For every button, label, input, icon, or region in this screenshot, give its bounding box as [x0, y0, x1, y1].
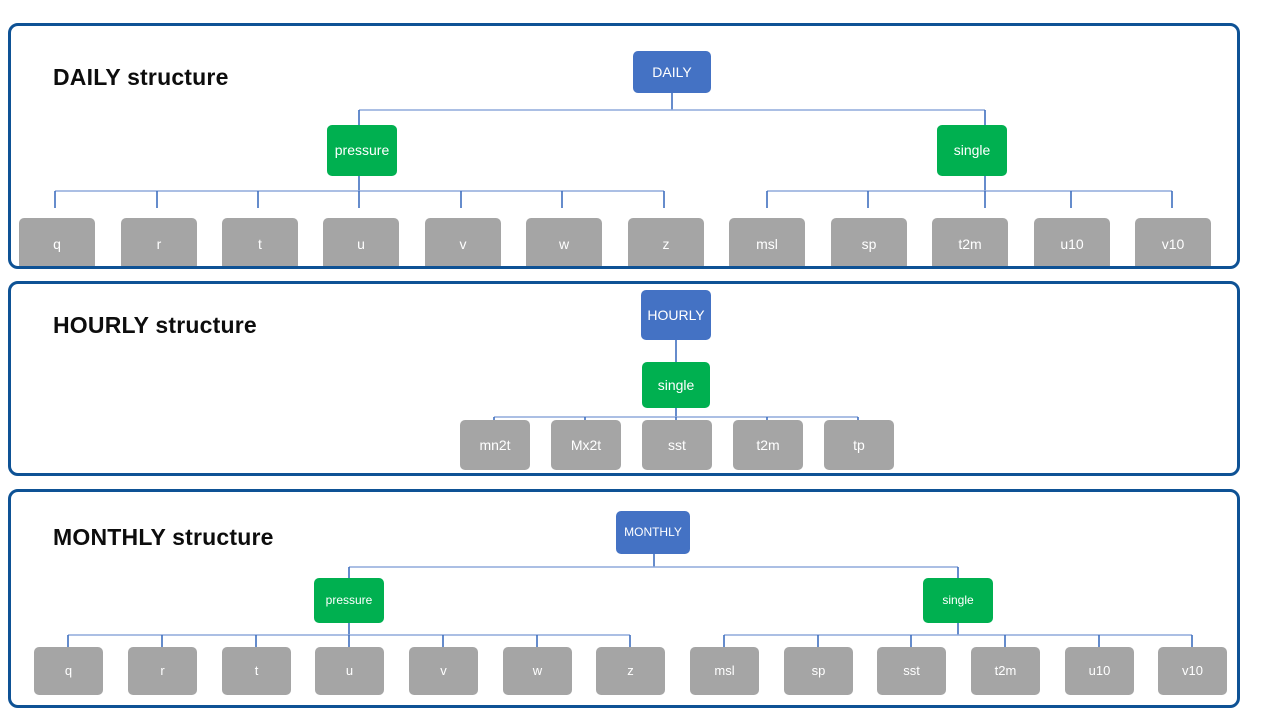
node-label: q	[64, 663, 73, 679]
panel-daily-structure: DAILY structure	[8, 23, 1240, 269]
node-leaf-hourly-single-2[interactable]: sst	[642, 420, 712, 470]
node-label: u10	[1060, 235, 1084, 252]
node-label: msl	[714, 663, 735, 679]
node-leaf-daily-pressure-4[interactable]: v	[425, 218, 501, 266]
node-leaf-monthly-pressure-4[interactable]: v	[409, 647, 478, 695]
node-leaf-monthly-single-5[interactable]: v10	[1158, 647, 1227, 695]
node-leaf-monthly-single-1[interactable]: sp	[784, 647, 853, 695]
node-leaf-monthly-pressure-1[interactable]: r	[128, 647, 197, 695]
node-leaf-daily-single-1[interactable]: sp	[831, 218, 907, 266]
node-label: v	[440, 663, 447, 679]
node-leaf-hourly-single-0[interactable]: mn2t	[460, 420, 530, 470]
node-label: q	[53, 235, 61, 252]
node-group-single-monthly[interactable]: single	[923, 578, 993, 623]
node-label: tp	[853, 436, 865, 453]
node-group-pressure-daily[interactable]: pressure	[327, 125, 397, 176]
node-label: u	[345, 663, 354, 679]
node-leaf-daily-pressure-1[interactable]: r	[121, 218, 197, 266]
connector-lines-hourly	[493, 340, 859, 434]
node-leaf-monthly-pressure-3[interactable]: u	[315, 647, 384, 695]
node-label: single	[657, 376, 695, 393]
node-leaf-daily-pressure-3[interactable]: u	[323, 218, 399, 266]
node-label: t	[254, 663, 259, 679]
node-leaf-daily-pressure-2[interactable]: t	[222, 218, 298, 266]
node-label: w	[558, 235, 570, 252]
panel-title-monthly: MONTHLY structure	[53, 524, 274, 550]
node-leaf-monthly-pressure-0[interactable]: q	[34, 647, 103, 695]
panel-title-hourly: HOURLY structure	[53, 312, 257, 338]
node-leaf-monthly-single-2[interactable]: sst	[877, 647, 946, 695]
node-label: Mx2t	[570, 436, 602, 453]
node-label: sst	[668, 436, 686, 453]
node-leaf-daily-pressure-6[interactable]: z	[628, 218, 704, 266]
node-root-daily[interactable]: DAILY	[633, 51, 711, 93]
node-label: z	[627, 663, 634, 679]
node-label: mn2t	[479, 436, 511, 453]
node-leaf-daily-single-4[interactable]: v10	[1135, 218, 1211, 266]
node-label: msl	[756, 235, 778, 252]
node-group-single-hourly[interactable]: single	[642, 362, 710, 408]
node-label: sst	[903, 663, 920, 679]
node-label: r	[160, 663, 165, 679]
diagram-canvas-daily: DAILY pressure single q r t u v w z	[11, 26, 1237, 266]
node-leaf-monthly-single-0[interactable]: msl	[690, 647, 759, 695]
node-label: t2m	[958, 235, 982, 252]
node-label: HOURLY	[647, 306, 705, 323]
node-label: u10	[1088, 663, 1111, 679]
node-label: pressure	[334, 142, 390, 159]
node-leaf-monthly-pressure-5[interactable]: w	[503, 647, 572, 695]
node-label: single	[953, 142, 991, 159]
node-label: v10	[1182, 663, 1203, 679]
node-label: u	[357, 235, 365, 252]
node-leaf-daily-single-2[interactable]: t2m	[932, 218, 1008, 266]
node-label: pressure	[325, 593, 373, 608]
node-label: t2m	[756, 436, 780, 453]
panel-title-daily: DAILY structure	[53, 64, 229, 90]
node-label: t2m	[994, 663, 1017, 679]
node-label: r	[156, 235, 162, 252]
node-leaf-daily-single-3[interactable]: u10	[1034, 218, 1110, 266]
node-leaf-hourly-single-4[interactable]: tp	[824, 420, 894, 470]
node-group-single-daily[interactable]: single	[937, 125, 1007, 176]
node-root-hourly[interactable]: HOURLY	[641, 290, 711, 340]
node-root-monthly[interactable]: MONTHLY	[616, 511, 690, 554]
node-label: sp	[811, 663, 826, 679]
node-leaf-monthly-single-4[interactable]: u10	[1065, 647, 1134, 695]
node-label: MONTHLY	[624, 525, 682, 540]
node-leaf-monthly-pressure-2[interactable]: t	[222, 647, 291, 695]
node-label: DAILY	[652, 63, 692, 80]
node-label: sp	[861, 235, 877, 252]
node-leaf-hourly-single-3[interactable]: t2m	[733, 420, 803, 470]
node-leaf-daily-pressure-5[interactable]: w	[526, 218, 602, 266]
node-leaf-monthly-single-3[interactable]: t2m	[971, 647, 1040, 695]
node-leaf-monthly-pressure-6[interactable]: z	[596, 647, 665, 695]
node-label: t	[258, 235, 262, 252]
node-label: z	[662, 235, 670, 252]
node-leaf-hourly-single-1[interactable]: Mx2t	[551, 420, 621, 470]
node-label: single	[942, 593, 974, 608]
node-label: w	[532, 663, 543, 679]
diagram-canvas-monthly: MONTHLY pressure single q r t u v w z	[11, 492, 1237, 705]
panel-hourly-structure: HOURLY structure HOURLY single mn2t Mx2t…	[8, 281, 1240, 476]
node-group-pressure-monthly[interactable]: pressure	[314, 578, 384, 623]
node-label: v10	[1161, 235, 1185, 252]
diagram-canvas-hourly: HOURLY single mn2t Mx2t sst t2m tp	[11, 284, 1237, 473]
node-leaf-daily-single-0[interactable]: msl	[729, 218, 805, 266]
node-label: v	[459, 235, 467, 252]
node-leaf-daily-pressure-0[interactable]: q	[19, 218, 95, 266]
panel-monthly-structure: MONTHLY structure MONTHLY	[8, 489, 1240, 708]
